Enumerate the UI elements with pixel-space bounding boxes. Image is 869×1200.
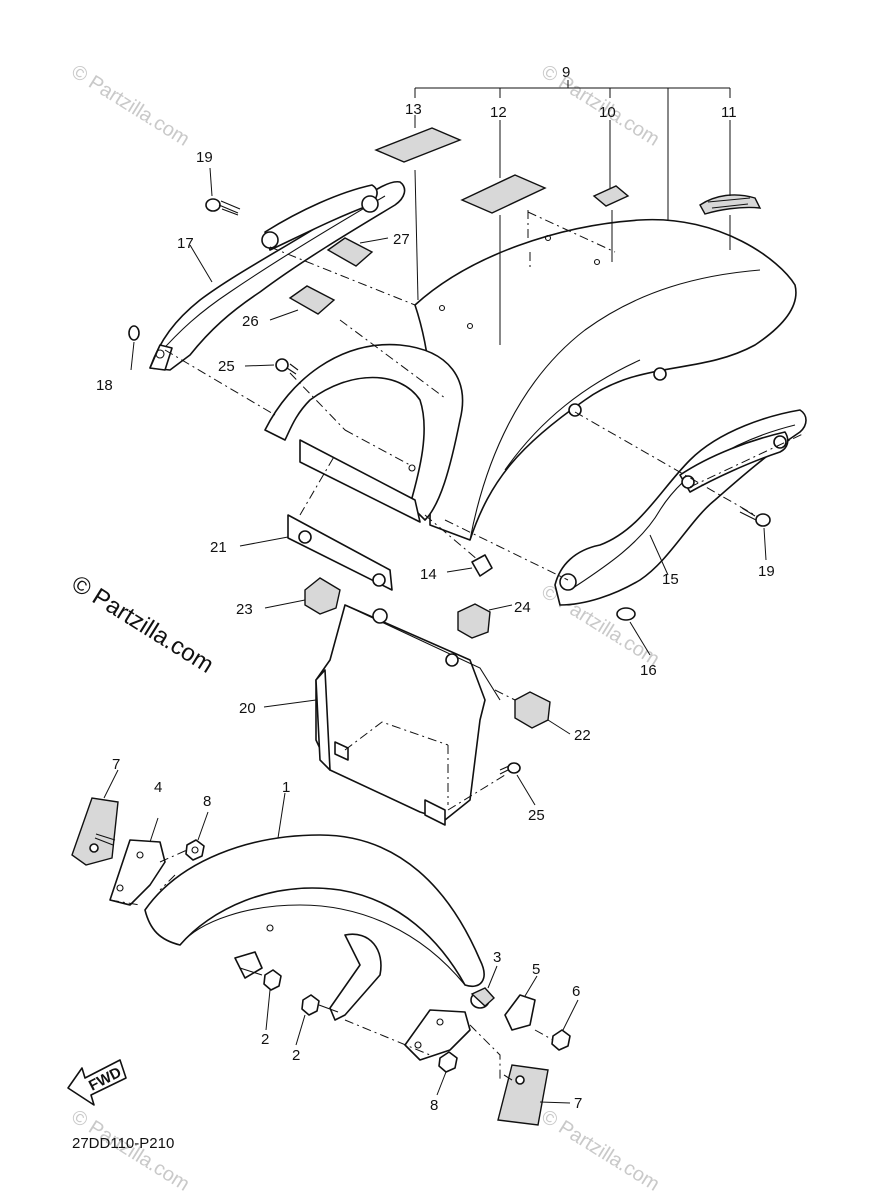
nut-6[interactable]: [551, 1029, 571, 1051]
callout-19-lower: 19: [758, 563, 775, 580]
callout-6: 6: [572, 983, 580, 1000]
callout-12: 12: [490, 104, 507, 121]
callout-3: 3: [493, 949, 501, 966]
side-rail-left-17[interactable]: [149, 180, 406, 371]
callout-16: 16: [640, 662, 657, 679]
callout-5: 5: [532, 961, 540, 978]
nut-8-upper[interactable]: [185, 839, 205, 861]
label-12[interactable]: [460, 174, 547, 214]
bolt-19-lower[interactable]: [739, 507, 771, 527]
callout-20: 20: [239, 700, 256, 717]
bracket-5[interactable]: [504, 994, 536, 1031]
label-10[interactable]: [592, 185, 630, 207]
callout-7-upper: 7: [112, 756, 120, 773]
fork-bracket-front[interactable]: [234, 933, 382, 1021]
pad-27[interactable]: [326, 237, 374, 267]
callout-26: 26: [242, 313, 259, 330]
callout-1: 1: [282, 779, 290, 796]
inner-fender-flap[interactable]: [264, 343, 464, 523]
spacer-3[interactable]: [470, 987, 495, 1009]
emblem-11[interactable]: [699, 194, 762, 215]
bolt-2-right[interactable]: [301, 994, 339, 1016]
callout-11: 11: [721, 104, 737, 121]
bolt-25-upper[interactable]: [275, 358, 299, 375]
callout-25-upper: 25: [218, 358, 235, 375]
callout-19-upper: 19: [196, 149, 213, 166]
rear-fender[interactable]: [414, 218, 797, 541]
callout-25-lower: 25: [528, 807, 545, 824]
watermark-top-left: © Partzilla.com: [67, 61, 193, 151]
callout-13: 13: [405, 101, 422, 118]
bolt-2-left[interactable]: [239, 967, 282, 991]
reflector-7-right[interactable]: [497, 1064, 549, 1126]
watermark-main: © Partzilla.com: [67, 570, 218, 679]
callout-15: 15: [662, 571, 679, 588]
label-13[interactable]: [374, 127, 462, 163]
pad-26[interactable]: [288, 285, 336, 315]
callout-17: 17: [177, 235, 194, 252]
reflector-bracket-right[interactable]: [404, 1009, 471, 1061]
watermark-bottom-right: © Partzilla.com: [537, 1106, 663, 1196]
front-fender-1[interactable]: [144, 834, 485, 987]
callout-23: 23: [236, 601, 253, 618]
pad-24[interactable]: [457, 603, 491, 639]
reflector-7-left[interactable]: [71, 797, 119, 866]
diagram-code: 27DD110-P210: [72, 1135, 174, 1152]
callout-9: 9: [562, 64, 570, 81]
callout-2-left: 2: [261, 1031, 269, 1048]
washer-18[interactable]: [128, 325, 140, 341]
bolt-25-lower[interactable]: [499, 762, 521, 775]
group-9-bracket: [414, 80, 731, 222]
callout-labels: 9 13 12 10 11 19 27 17 26 18 25 21 14 15…: [96, 64, 775, 1114]
bracket-21[interactable]: [287, 514, 393, 591]
pad-23[interactable]: [304, 577, 341, 615]
side-rail-right-15[interactable]: [554, 409, 807, 606]
callout-10: 10: [599, 104, 616, 121]
callout-22: 22: [574, 727, 591, 744]
fwd-arrow-icon: FWD: [67, 1059, 127, 1106]
callout-14: 14: [420, 566, 437, 583]
rivet-16[interactable]: [616, 607, 636, 621]
callout-7-lower: 7: [574, 1095, 582, 1112]
callout-8-upper: 8: [203, 793, 211, 810]
nut-8-lower[interactable]: [438, 1051, 458, 1073]
inner-fender-20[interactable]: [315, 604, 501, 826]
callout-4: 4: [154, 779, 162, 796]
callout-2-right: 2: [292, 1047, 300, 1064]
reflector-bracket-4[interactable]: [109, 839, 166, 906]
clip-14[interactable]: [471, 554, 493, 577]
callout-8-lower: 8: [430, 1097, 438, 1114]
callout-27: 27: [393, 231, 410, 248]
callout-24: 24: [514, 599, 531, 616]
pad-22[interactable]: [514, 691, 551, 729]
callout-18: 18: [96, 377, 113, 394]
callout-21: 21: [210, 539, 227, 556]
bolt-19-upper[interactable]: [205, 198, 241, 216]
